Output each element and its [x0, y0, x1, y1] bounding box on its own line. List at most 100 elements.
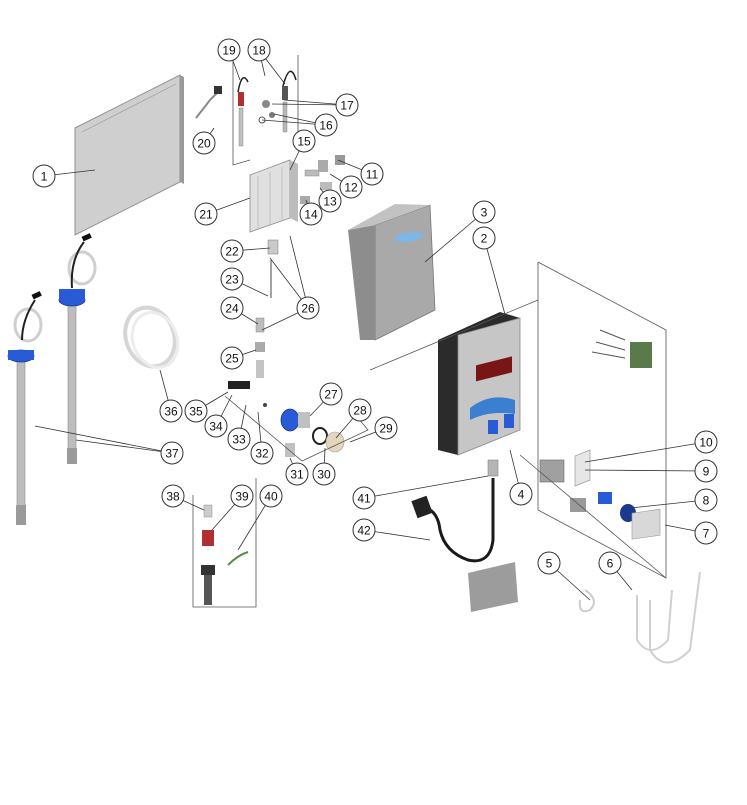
callout-number: 6	[607, 557, 614, 571]
callout-circle	[32, 164, 56, 188]
callout-circle	[598, 551, 622, 575]
callout-number: 25	[225, 352, 239, 366]
callout-circle	[247, 38, 271, 62]
callout-circle	[259, 484, 283, 508]
callout-circle	[220, 346, 244, 370]
callout-circle	[694, 459, 718, 483]
leader-line-10	[584, 441, 707, 463]
callout-33: 33	[227, 427, 251, 451]
callout-26: 26	[296, 296, 320, 320]
callout-23: 23	[220, 267, 244, 291]
callout-circle	[348, 398, 372, 422]
callout-number: 24	[225, 302, 239, 316]
callout-circle	[159, 399, 183, 423]
leader-line-8	[629, 499, 707, 509]
part-cluster-27-35	[228, 381, 345, 457]
callout-circle	[312, 462, 336, 486]
part-sensor-kit	[201, 504, 249, 605]
callout-11: 11	[360, 162, 384, 186]
callout-5: 5	[537, 551, 561, 575]
callout-number: 4	[518, 488, 525, 502]
callout-6: 6	[598, 551, 622, 575]
callout-number: 39	[235, 490, 249, 504]
callout-number: 8	[703, 494, 710, 508]
callout-circle	[285, 462, 309, 486]
callout-circle	[360, 162, 384, 186]
callout-circle	[217, 38, 241, 62]
callout-circle	[192, 131, 216, 155]
part-fittings-22-25	[255, 239, 279, 378]
leader-line-37	[34, 425, 173, 454]
callout-circle	[694, 521, 718, 545]
callout-42: 42	[352, 518, 376, 542]
callout-number: 26	[301, 302, 315, 316]
leader-line-9	[584, 469, 707, 472]
callout-36: 36	[159, 399, 183, 423]
callout-13: 13	[318, 189, 342, 213]
callout-34: 34	[204, 414, 228, 438]
callout-circle	[230, 484, 254, 508]
part-probe-rod-right	[58, 233, 97, 464]
part-mounting-panel	[74, 74, 184, 236]
callout-41: 41	[352, 486, 376, 510]
callout-number: 37	[165, 447, 179, 461]
callout-number: 27	[324, 388, 338, 402]
callout-number: 36	[164, 405, 178, 419]
part-fittings-11-14	[300, 155, 345, 204]
callout-circle	[537, 551, 561, 575]
part-coiled-hose	[123, 305, 180, 369]
callout-circle	[318, 189, 342, 213]
callout-number: 10	[699, 436, 713, 450]
callout-number: 12	[344, 181, 358, 195]
callout-9: 9	[694, 459, 718, 483]
callout-number: 38	[166, 490, 180, 504]
callout-37: 37	[160, 441, 184, 465]
callout-39: 39	[230, 484, 254, 508]
part-probe-20	[195, 86, 222, 119]
part-label-plate	[468, 562, 518, 612]
callout-number: 41	[357, 492, 371, 506]
callout-circle	[161, 484, 185, 508]
callout-12: 12	[339, 175, 363, 199]
callout-18: 18	[247, 38, 271, 62]
callout-3: 3	[472, 200, 496, 224]
callout-16: 16	[314, 113, 338, 137]
callout-38: 38	[161, 484, 185, 508]
callout-circle	[292, 129, 316, 153]
part-sensor-18	[282, 70, 297, 133]
callout-7: 7	[694, 521, 718, 545]
callout-number: 18	[252, 44, 266, 58]
callout-number: 35	[189, 405, 203, 419]
callout-22: 22	[220, 239, 244, 263]
callout-circle	[220, 239, 244, 263]
callout-number: 7	[703, 527, 710, 541]
callout-number: 15	[297, 135, 311, 149]
callout-circle	[296, 296, 320, 320]
part-flow-cell-block	[249, 159, 298, 233]
callout-number: 16	[319, 119, 333, 133]
callout-24: 24	[220, 296, 244, 320]
callout-number: 21	[199, 208, 213, 222]
callout-circle	[374, 416, 398, 440]
callout-14: 14	[299, 202, 323, 226]
callout-circle	[250, 441, 274, 465]
callout-29: 29	[374, 416, 398, 440]
callout-circle	[694, 430, 718, 454]
frame-lines	[192, 48, 667, 608]
callout-number: 33	[232, 433, 246, 447]
callout-circle	[339, 175, 363, 199]
callout-circle	[204, 414, 228, 438]
part-sensor-19	[237, 77, 249, 147]
callout-circle	[184, 399, 208, 423]
callout-circle	[299, 202, 323, 226]
callout-number: 20	[197, 137, 211, 151]
callout-number: 40	[264, 490, 278, 504]
callout-circle	[352, 486, 376, 510]
callout-number: 42	[357, 524, 371, 538]
callout-number: 3	[481, 206, 488, 220]
part-power-cable	[411, 459, 499, 563]
callout-31: 31	[285, 462, 309, 486]
callout-number: 34	[209, 420, 223, 434]
